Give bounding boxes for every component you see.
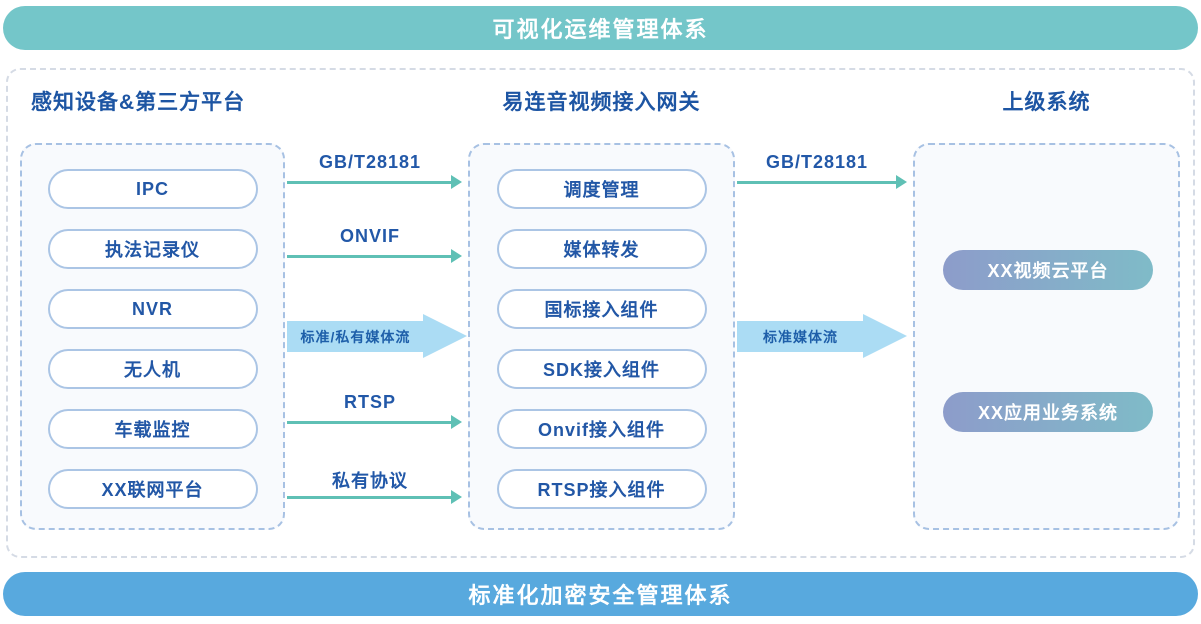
arrow-gbt28181-right bbox=[737, 175, 907, 189]
block-arrow-std-media: 标准媒体流 bbox=[737, 321, 864, 352]
bottom-banner: 标准化加密安全管理体系 bbox=[3, 572, 1198, 616]
upstream-item-app-business: XX应用业务系统 bbox=[943, 392, 1153, 432]
device-item-body-camera: 执法记录仪 bbox=[47, 229, 258, 269]
top-banner-label: 可视化运维管理体系 bbox=[492, 17, 709, 42]
devices-box: IPC 执法记录仪 NVR 无人机 车载监控 XX联网平台 bbox=[20, 143, 285, 530]
gateway-item-media-forward: 媒体转发 bbox=[496, 229, 707, 269]
arrow-private-protocol bbox=[287, 490, 462, 504]
device-item-ipc: IPC bbox=[47, 169, 258, 209]
top-banner: 可视化运维管理体系 bbox=[3, 6, 1198, 50]
gateway-box: 调度管理 媒体转发 国标接入组件 SDK接入组件 Onvif接入组件 RTSP接… bbox=[468, 143, 735, 530]
gateway-pill-stack: 调度管理 媒体转发 国标接入组件 SDK接入组件 Onvif接入组件 RTSP接… bbox=[470, 145, 733, 528]
gateway-item-sdk-access: SDK接入组件 bbox=[496, 349, 707, 389]
upstream-item-video-cloud: XX视频云平台 bbox=[943, 250, 1153, 290]
device-item-xx-network-platform: XX联网平台 bbox=[47, 469, 258, 509]
arrow-rtsp bbox=[287, 415, 462, 429]
arrow-label-gbt28181-left: GB/T28181 bbox=[318, 152, 422, 172]
arrow-label-onvif: ONVIF bbox=[339, 226, 400, 246]
bottom-banner-label: 标准化加密安全管理体系 bbox=[468, 583, 733, 608]
arrow-label-rtsp: RTSP bbox=[343, 392, 396, 412]
gateway-item-onvif-access: Onvif接入组件 bbox=[496, 409, 707, 449]
devices-column-title: 感知设备&第三方平台 bbox=[31, 91, 246, 114]
arrow-label-gbt28181-right: GB/T28181 bbox=[765, 152, 869, 172]
device-item-drone: 无人机 bbox=[47, 349, 258, 389]
block-arrow-std-private-media: 标准/私有媒体流 bbox=[287, 321, 424, 352]
block-arrow-std-media-head bbox=[863, 314, 907, 358]
device-item-vehicle-monitor: 车载监控 bbox=[47, 409, 258, 449]
upstream-column-title: 上级系统 bbox=[1002, 91, 1091, 114]
arrow-gbt28181-left bbox=[287, 175, 462, 189]
devices-pill-stack: IPC 执法记录仪 NVR 无人机 车载监控 XX联网平台 bbox=[22, 145, 283, 528]
gateway-column-title: 易连音视频接入网关 bbox=[502, 91, 701, 114]
device-item-nvr: NVR bbox=[47, 289, 258, 329]
upstream-box: XX视频云平台 XX应用业务系统 bbox=[913, 143, 1180, 530]
gateway-item-rtsp-access: RTSP接入组件 bbox=[496, 469, 707, 509]
arrow-label-private-protocol: 私有协议 bbox=[332, 471, 408, 491]
gateway-item-dispatch: 调度管理 bbox=[496, 169, 707, 209]
arrow-onvif bbox=[287, 249, 462, 263]
block-arrow-std-private-media-head bbox=[423, 314, 467, 358]
gateway-item-gb-access: 国标接入组件 bbox=[496, 289, 707, 329]
